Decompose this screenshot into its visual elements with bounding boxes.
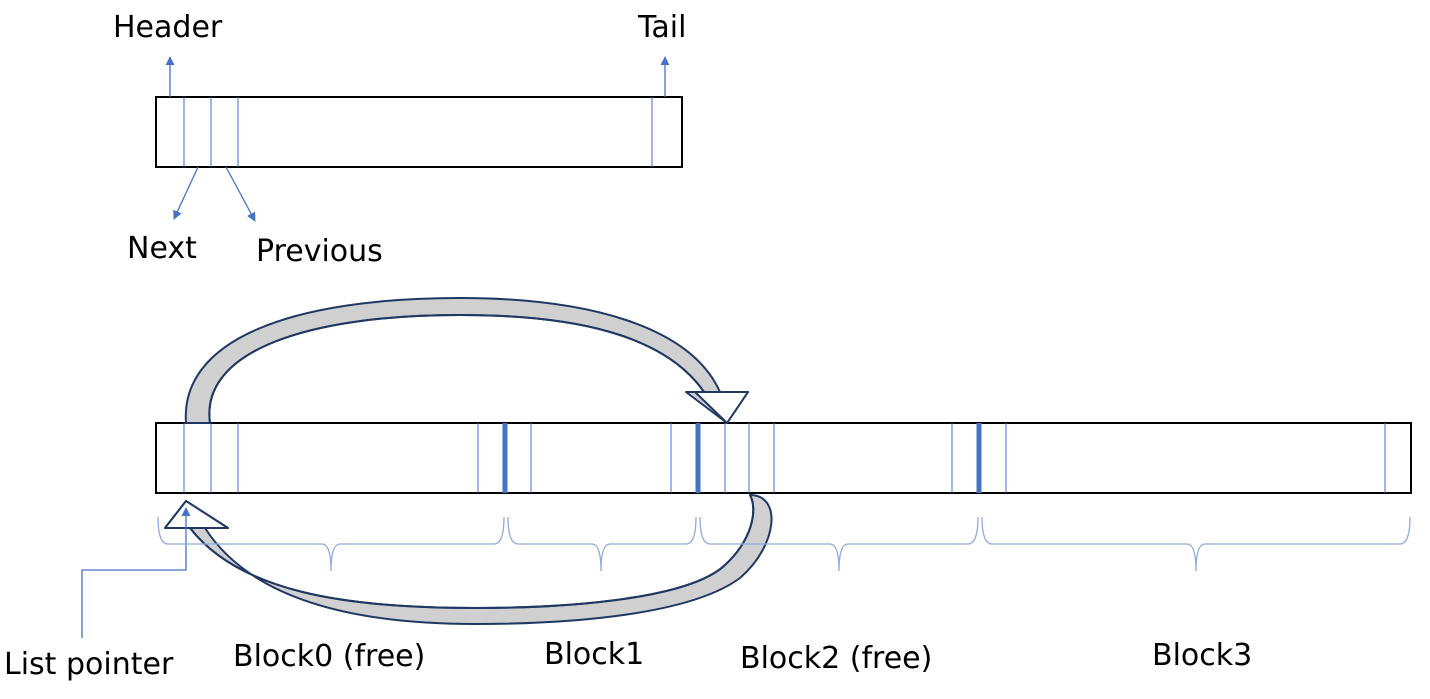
next-label: Next: [127, 231, 197, 266]
block1-brace: [507, 516, 697, 572]
list-node-structure: [155, 56, 683, 222]
list-node-box: [155, 96, 683, 168]
header-label: Header: [113, 10, 223, 45]
block1-label: Block1: [544, 637, 645, 672]
block2-label: Block2 (free): [740, 641, 933, 676]
next-free-curved-arrow: [184, 297, 749, 424]
heap-box: [155, 422, 1412, 494]
next-arrow: [173, 166, 199, 220]
block0-brace: [157, 516, 505, 572]
tail-label: Tail: [638, 10, 687, 45]
list-pointer-connector: [81, 507, 191, 638]
heap-memory-strip: [155, 422, 1412, 494]
block3-brace: [981, 516, 1411, 572]
block0-label: Block0 (free): [233, 639, 426, 674]
previous-label: Previous: [256, 234, 383, 269]
previous-arrow: [225, 166, 256, 222]
block3-label: Block3: [1152, 638, 1253, 673]
list-pointer-label: List pointer: [4, 647, 174, 682]
block-braces: [157, 516, 1411, 572]
block2-brace: [699, 516, 979, 572]
previous-free-curved-arrow: [164, 494, 773, 625]
